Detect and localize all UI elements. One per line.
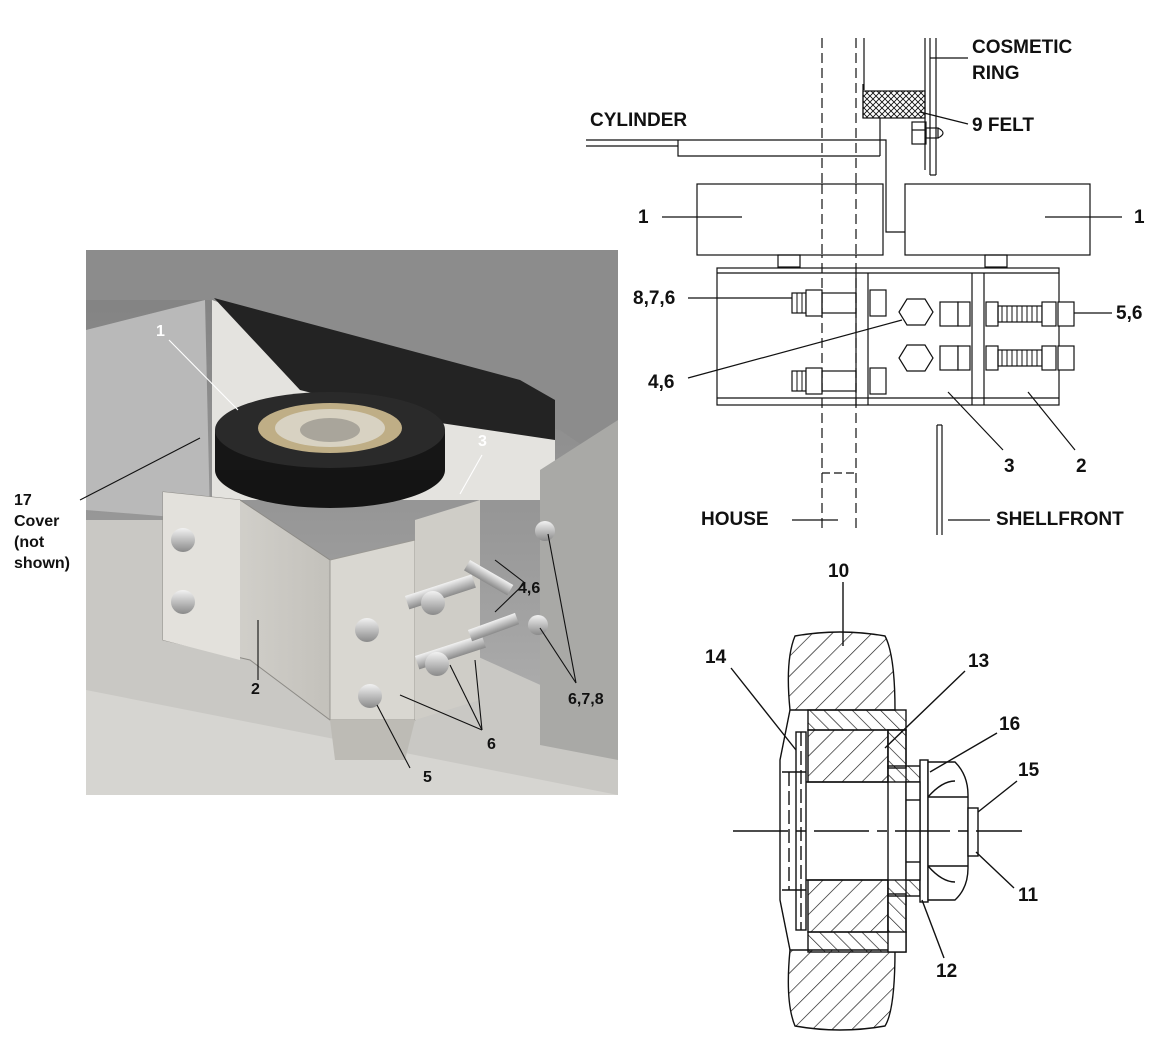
- cover-note: 17 Cover (not shown): [14, 490, 94, 574]
- cover-note-line-3: shown): [14, 555, 70, 572]
- photo-label-plate: 3: [478, 433, 487, 450]
- label-bearing: 13: [968, 651, 990, 672]
- label-nut: 11: [1018, 885, 1039, 906]
- label-bolts-left: 8,7,6: [633, 288, 676, 309]
- label-bolt-center: 4,6: [648, 372, 675, 393]
- photo-label-washers: 6: [487, 736, 496, 753]
- photo-label-bolts-side: 6,7,8: [568, 691, 604, 708]
- label-tire: 10: [828, 561, 850, 582]
- label-bolts-right: 5,6: [1116, 303, 1143, 324]
- section-view-drawing: [730, 582, 1022, 1031]
- label-bracket: 2: [1076, 456, 1087, 477]
- top-view-drawing: [586, 38, 1122, 535]
- product-photo: [86, 250, 618, 795]
- photo-leaders: [79, 339, 577, 769]
- cover-note-line-1: Cover: [14, 513, 60, 530]
- label-cosmetic-ring-2: RING: [972, 63, 1020, 84]
- label-roller-left: 1: [638, 207, 649, 228]
- photo-label-bolts-upper: 4,6: [518, 580, 541, 597]
- label-felt: 9 FELT: [972, 115, 1034, 136]
- label-roller-right: 1: [1134, 207, 1145, 228]
- label-bolt: 15: [1018, 760, 1040, 781]
- photo-label-roller: 1: [156, 323, 165, 340]
- label-cylinder: CYLINDER: [590, 110, 688, 131]
- label-spacer: 16: [999, 714, 1021, 735]
- label-washer: 12: [936, 961, 958, 982]
- cover-note-number: 17: [14, 492, 32, 509]
- label-plate: 3: [1004, 456, 1015, 477]
- cover-note-line-2: (not: [14, 534, 45, 551]
- photo-label-bolt: 5: [423, 769, 432, 786]
- label-ring: 14: [705, 647, 727, 668]
- label-shellfront: SHELLFRONT: [996, 509, 1124, 530]
- label-cosmetic-ring-1: COSMETIC: [972, 37, 1073, 58]
- label-house: HOUSE: [701, 509, 769, 530]
- photo-label-bracket: 2: [251, 681, 260, 698]
